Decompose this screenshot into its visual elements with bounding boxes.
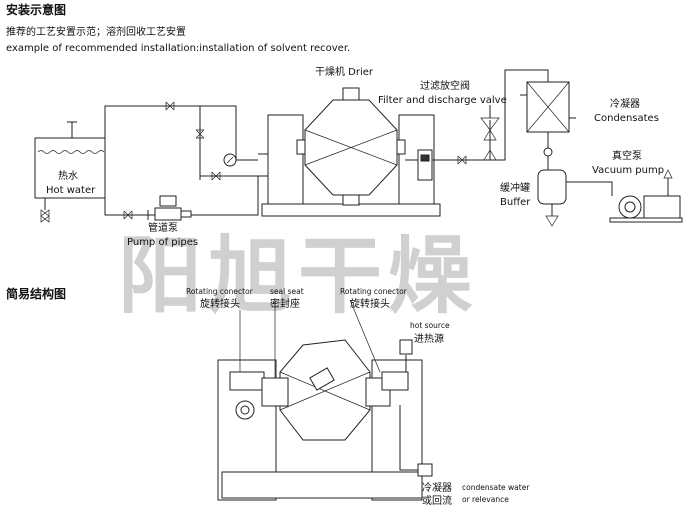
pipepump-label-cn: 管道泵 <box>148 223 178 234</box>
buffer-label-cn: 缓冲罐 <box>500 183 530 194</box>
hot-water-tank <box>34 121 106 223</box>
rot1-label-en: Rotating conector <box>186 287 253 296</box>
cond-water-label-cn2: 或回流 <box>422 496 452 507</box>
buffer-tank <box>537 156 613 227</box>
hot-source-label-cn: 进热源 <box>414 334 444 345</box>
pipepump-label-en: Pump of pipes <box>127 237 199 248</box>
vacuum-label-en: Vacuum pump <box>592 165 665 176</box>
filter-valve <box>480 105 500 131</box>
drier-machine <box>258 87 441 217</box>
watermark-text: 阳旭干燥 <box>118 227 478 325</box>
filter-label-en: Filter and discharge valve <box>378 95 507 106</box>
install-subtitle-en: example of recommended installation:inst… <box>6 43 351 54</box>
structure-heading: 简易结构图 <box>6 287 67 301</box>
drier-label: 干燥机 Drier <box>315 67 374 78</box>
condenser-label-en: Condensates <box>594 113 659 124</box>
condenser-label-cn: 冷凝器 <box>610 99 640 110</box>
hot-water-piping <box>104 101 259 220</box>
seal-label-en: seal seat <box>270 287 304 296</box>
hot-source-label-en: hot source <box>410 321 450 330</box>
vacuum-label-cn: 真空泵 <box>612 151 642 162</box>
condenser <box>520 81 576 157</box>
install-heading: 安装示意图 <box>6 3 67 17</box>
cond-water-label-en2: or relevance <box>462 495 509 504</box>
cond-water-label-cn1: 冷凝器 <box>422 483 452 494</box>
vacuum-pump <box>609 169 683 223</box>
rot2-label-en: Rotating conector <box>340 287 407 296</box>
install-subtitle-cn: 推荐的工艺安置示范；溶剂回收工艺安置 <box>6 27 186 38</box>
structure-drawing <box>217 299 433 501</box>
hotwater-label-cn: 热水 <box>58 171 78 182</box>
filter-label-cn: 过滤放空阀 <box>420 81 470 92</box>
buffer-label-en: Buffer <box>500 197 531 208</box>
vacuum-piping <box>432 69 549 165</box>
pipe-pump <box>154 195 192 221</box>
rot1-label-cn: 旋转接头 <box>200 299 240 310</box>
rot2-label-cn: 旋转接头 <box>350 299 390 310</box>
seal-label-cn: 密封座 <box>270 299 300 310</box>
cond-water-label-en1: condensate water <box>462 483 530 492</box>
hotwater-label-en: Hot water <box>46 185 96 196</box>
